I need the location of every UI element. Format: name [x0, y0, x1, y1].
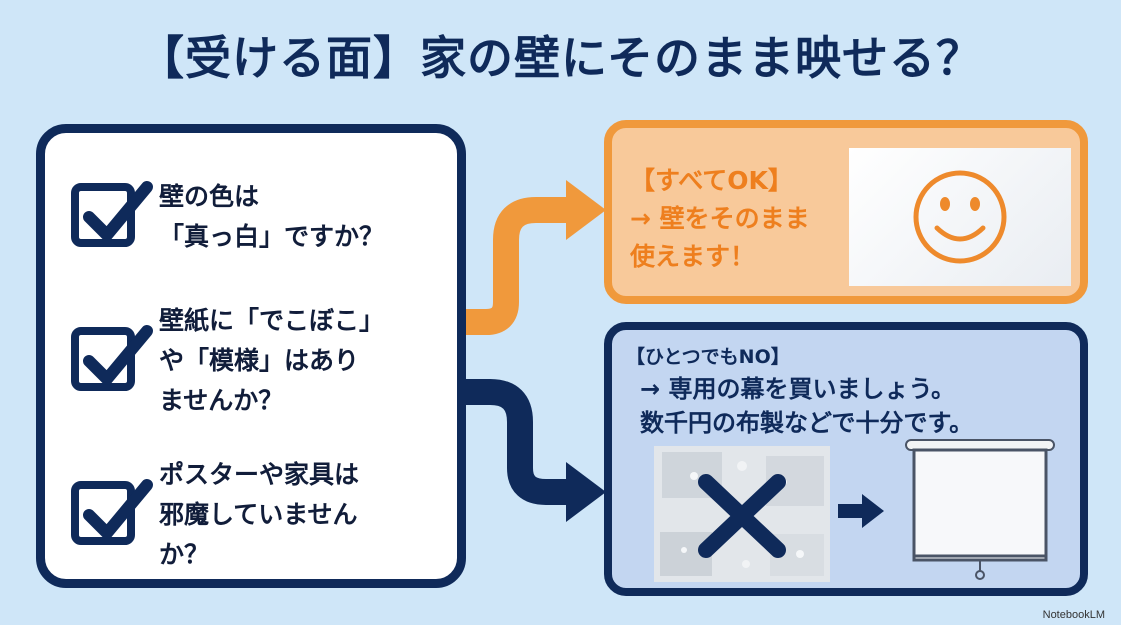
checklist-item: 壁の色は 「真っ白」ですか？	[71, 177, 449, 257]
white-wall-image	[849, 148, 1071, 286]
checkbox-checked-icon	[71, 479, 153, 545]
checklist-item-text: 壁の色は 「真っ白」ですか？	[159, 182, 385, 251]
all-ok-text: 【すべてOK】 → 壁をそのまま 使えます！	[630, 166, 810, 271]
all-ok-panel: 【すべてOK】 → 壁をそのまま 使えます！	[604, 120, 1088, 304]
checklist-panel: 壁の色は 「真っ白」ですか？ 壁紙に「でこぼこ」 や「模様」はあり ませんか？ …	[36, 124, 466, 588]
page-title: 【受ける面】家の壁にそのまま映せる？	[137, 31, 984, 85]
any-no-heading: 【ひとつでもNO】	[626, 346, 790, 368]
arrow-to-no	[466, 379, 570, 505]
smiley-face-icon	[913, 170, 1007, 264]
checklist-item-text: ポスターや家具は 邪魔していません か？	[159, 460, 360, 569]
checklist-item-text: 壁紙に「でこぼこ」 や「模様」はあり ませんか？	[159, 306, 385, 415]
arrow-right-icon	[838, 494, 886, 532]
arrow-to-no-head	[566, 462, 606, 522]
checklist-item: ポスターや家具は 邪魔していません か？	[71, 455, 449, 575]
cross-icon	[698, 474, 786, 558]
watermark: NotebookLM	[1042, 609, 1105, 621]
any-no-panel: 【ひとつでもNO】 → 専用の幕を買いましょう。 数千円の布製などで十分です。	[604, 322, 1088, 596]
checkbox-checked-icon	[71, 181, 153, 247]
checkbox-checked-icon	[71, 325, 153, 391]
arrow-to-ok-head	[566, 180, 606, 240]
projector-screen-icon	[900, 438, 1060, 592]
any-no-text: → 専用の幕を買いましょう。 数千円の布製などで十分です。	[640, 375, 974, 437]
textured-wall-icon	[654, 446, 830, 582]
checklist-item: 壁紙に「でこぼこ」 や「模様」はあり ませんか？	[71, 301, 449, 421]
arrow-to-ok	[466, 197, 570, 335]
